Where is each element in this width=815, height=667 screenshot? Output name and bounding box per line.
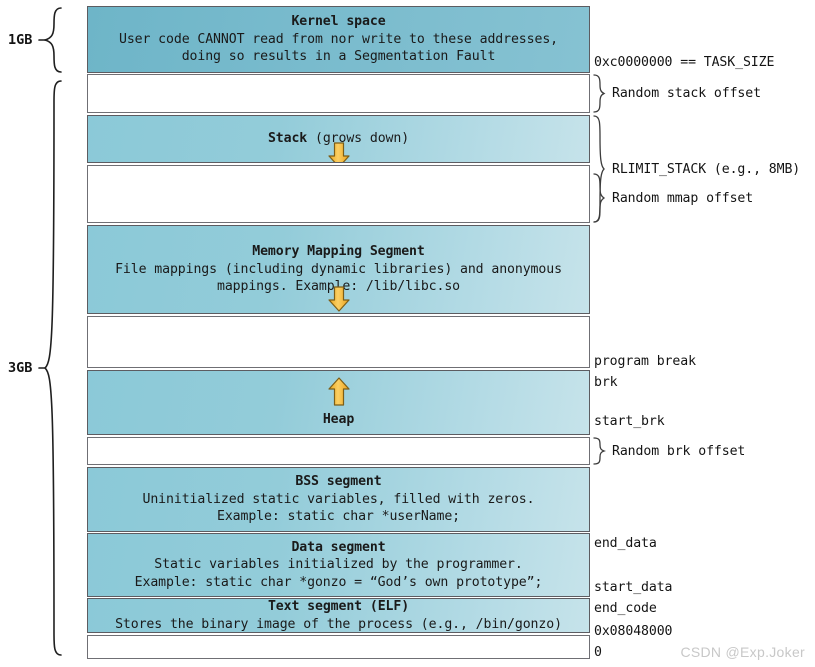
heap-grows-up-arrow-icon: [327, 377, 350, 406]
address-label-text-base: 0x08048000: [594, 624, 673, 639]
brace-label-random-mmap-offset-text: Random mmap offset: [612, 190, 754, 206]
block-data-segment-line-1: Static variables initialized by the prog…: [154, 557, 523, 573]
block-stack-title-text: Stack: [267, 131, 308, 147]
mmap-grows-down-arrow-icon: [327, 286, 350, 312]
address-label-task-size: 0xc0000000 == TASK_SIZE: [594, 55, 775, 70]
brace-3gb-icon: [38, 80, 63, 656]
brace-1gb-icon: [38, 7, 63, 73]
block-kernel-space: Kernel space User code CANNOT read from …: [87, 6, 590, 73]
brace-label-random-mmap-offset: Random mmap offset: [592, 173, 753, 223]
block-random-brk-offset-gap: [87, 437, 590, 465]
brace-label-random-brk-offset-text: Random brk offset: [612, 443, 746, 459]
address-label-end-code: end_code: [594, 601, 657, 616]
block-kernel-space-title: Kernel space: [291, 14, 386, 30]
block-text-segment-line-1: Stores the binary image of the process (…: [115, 616, 562, 632]
block-kernel-space-line-1: User code CANNOT read from nor write to …: [118, 31, 558, 47]
address-label-brk: brk: [594, 375, 618, 390]
block-data-segment: Data segment Static variables initialize…: [87, 533, 590, 597]
block-stack: Stack (grows down): [87, 115, 590, 163]
stack-grows-down-arrow-icon: [327, 142, 350, 162]
address-label-start-brk: start_brk: [594, 414, 665, 429]
block-random-stack-offset-gap: [87, 74, 590, 113]
csdn-watermark: CSDN @Exp.Joker: [680, 644, 805, 660]
brace-random-stack-offset-icon: [593, 74, 606, 113]
block-text-segment: Text segment (ELF) Stores the binary ima…: [87, 598, 590, 633]
brace-random-mmap-offset-icon: [593, 173, 606, 223]
block-data-segment-title: Data segment: [291, 539, 386, 555]
brace-label-random-stack-offset-text: Random stack offset: [612, 86, 761, 101]
block-data-segment-line-2: Example: static char *gonzo = “God’s own…: [134, 574, 543, 590]
size-label-1gb: 1GB: [8, 6, 63, 74]
brace-label-rlimit-stack-text: RLIMIT_STACK (e.g., 8MB): [612, 161, 801, 177]
block-mmap-heap-gap: [87, 316, 590, 368]
block-heap: Heap: [87, 370, 590, 435]
size-label-3gb-text: 3GB: [8, 360, 33, 376]
block-random-mmap-offset-gap: [87, 165, 590, 223]
block-memory-mapping-segment-line-1: File mappings (including dynamic librari…: [115, 261, 562, 277]
address-label-zero: 0: [594, 645, 602, 660]
block-bss-segment-line-1: Uninitialized static variables, filled w…: [142, 491, 535, 507]
block-text-segment-title: Text segment (ELF): [267, 599, 410, 614]
block-memory-mapping-segment-title: Memory Mapping Segment: [252, 244, 425, 260]
block-bss-segment: BSS segment Uninitialized static variabl…: [87, 467, 590, 532]
brace-label-random-stack-offset: Random stack offset: [592, 74, 761, 113]
size-label-3gb: 3GB: [8, 78, 63, 658]
block-heap-title: Heap: [322, 411, 355, 427]
size-label-1gb-text: 1GB: [8, 32, 33, 48]
address-label-program-break: program break: [594, 354, 696, 369]
address-label-end-data: end_data: [594, 536, 657, 551]
address-label-start-data: start_data: [594, 580, 673, 595]
brace-label-random-brk-offset: Random brk offset: [592, 437, 745, 465]
block-kernel-space-line-2: doing so results in a Segmentation Fault: [181, 49, 496, 65]
brace-random-brk-offset-icon: [593, 437, 606, 465]
block-bss-segment-title: BSS segment: [295, 474, 382, 490]
block-memory-mapping-segment: Memory Mapping Segment File mappings (in…: [87, 225, 590, 314]
block-bss-segment-line-2: Example: static char *userName;: [216, 509, 461, 525]
block-null-page-gap: [87, 635, 590, 659]
